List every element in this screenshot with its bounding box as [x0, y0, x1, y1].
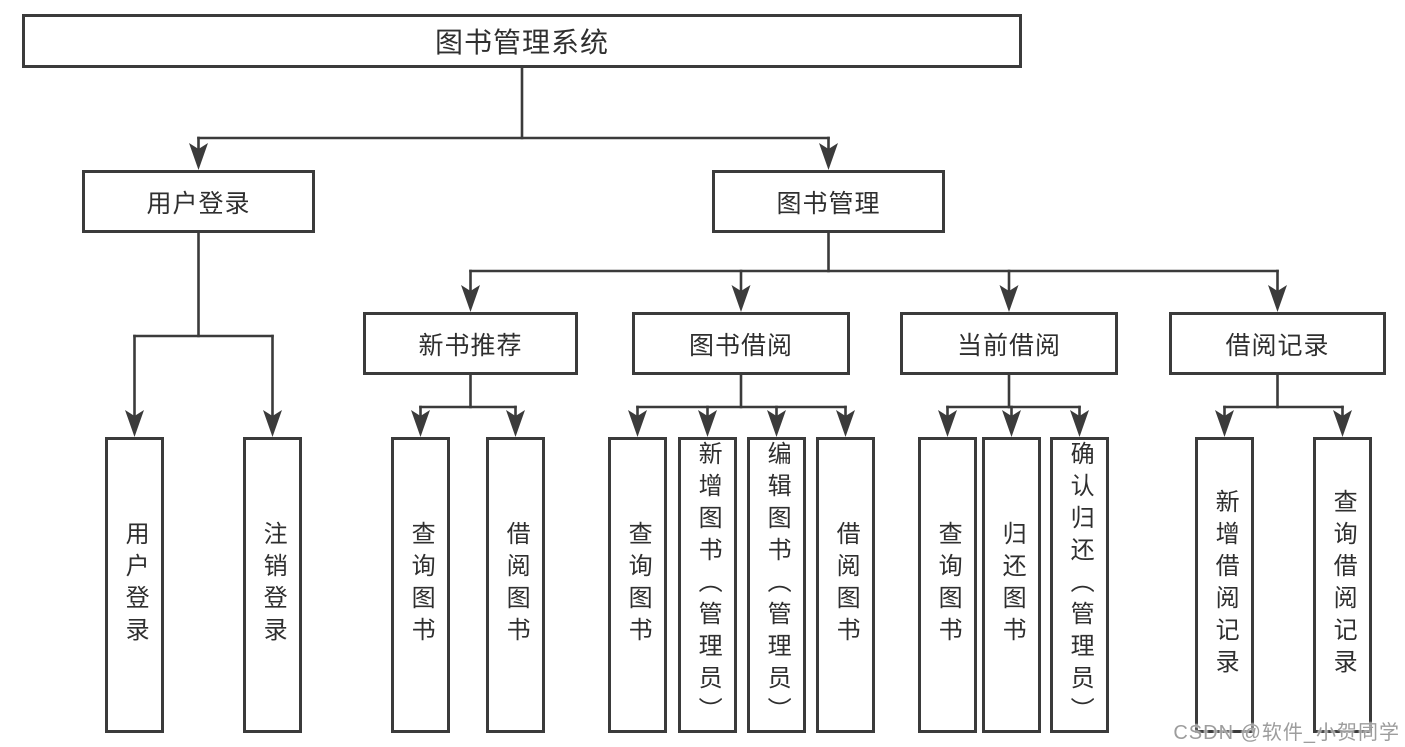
leaf-add-borrow-record: 新增借阅记录 — [1195, 437, 1254, 733]
node-new-book-recommendation: 新书推荐 — [363, 312, 578, 375]
leaf-edit-books-admin: 编辑图书（管理员） — [747, 437, 806, 733]
node-library-management-system: 图书管理系统 — [22, 14, 1022, 68]
leaf-add-books-admin-label: 新增图书（管理员） — [694, 441, 722, 729]
leaf-query-borrow-record: 查询借阅记录 — [1313, 437, 1372, 733]
node-new-book-recommendation-label: 新书推荐 — [418, 331, 523, 360]
leaf-query-books-borrow: 查询图书 — [608, 437, 667, 733]
leaf-user-login: 用户登录 — [105, 437, 164, 733]
leaf-add-books-admin: 新增图书（管理员） — [678, 437, 737, 733]
node-borrowing-records-label: 借阅记录 — [1225, 331, 1330, 360]
leaf-logout: 注销登录 — [243, 437, 302, 733]
leaf-query-borrow-record-label: 查询借阅记录 — [1329, 489, 1357, 681]
leaf-return-books: 归还图书 — [982, 437, 1041, 733]
node-current-borrowing-label: 当前借阅 — [956, 331, 1061, 360]
leaf-confirm-return-admin-label: 确认归还（管理员） — [1066, 441, 1094, 729]
leaf-edit-books-admin-label: 编辑图书（管理员） — [763, 441, 791, 729]
leaf-query-books-current: 查询图书 — [918, 437, 977, 733]
leaf-add-borrow-record-label: 新增借阅记录 — [1211, 489, 1239, 681]
node-user-login-label: 用户登录 — [146, 189, 251, 218]
watermark: CSDN @软件_小贺同学 — [1173, 722, 1400, 744]
node-book-borrowing: 图书借阅 — [632, 312, 850, 375]
node-root-label: 图书管理系统 — [434, 27, 609, 58]
node-user-login: 用户登录 — [82, 170, 315, 233]
leaf-borrow-books-recommend-label: 借阅图书 — [502, 521, 530, 649]
leaf-confirm-return-admin: 确认归还（管理员） — [1050, 437, 1109, 733]
leaf-query-books-recommend-label: 查询图书 — [407, 521, 435, 649]
leaf-borrow-books-recommend: 借阅图书 — [486, 437, 545, 733]
node-book-borrowing-label: 图书借阅 — [688, 331, 793, 360]
leaf-logout-label: 注销登录 — [259, 521, 287, 649]
node-book-management: 图书管理 — [712, 170, 945, 233]
leaf-query-books-recommend: 查询图书 — [391, 437, 450, 733]
leaf-query-books-borrow-label: 查询图书 — [624, 521, 652, 649]
node-borrowing-records: 借阅记录 — [1169, 312, 1386, 375]
node-current-borrowing: 当前借阅 — [900, 312, 1118, 375]
leaf-borrow-books-borrow: 借阅图书 — [816, 437, 875, 733]
leaf-user-login-label: 用户登录 — [121, 521, 149, 649]
leaf-query-books-current-label: 查询图书 — [934, 521, 962, 649]
leaf-return-books-label: 归还图书 — [998, 521, 1026, 649]
leaf-borrow-books-borrow-label: 借阅图书 — [832, 521, 860, 649]
node-book-management-label: 图书管理 — [776, 189, 881, 218]
